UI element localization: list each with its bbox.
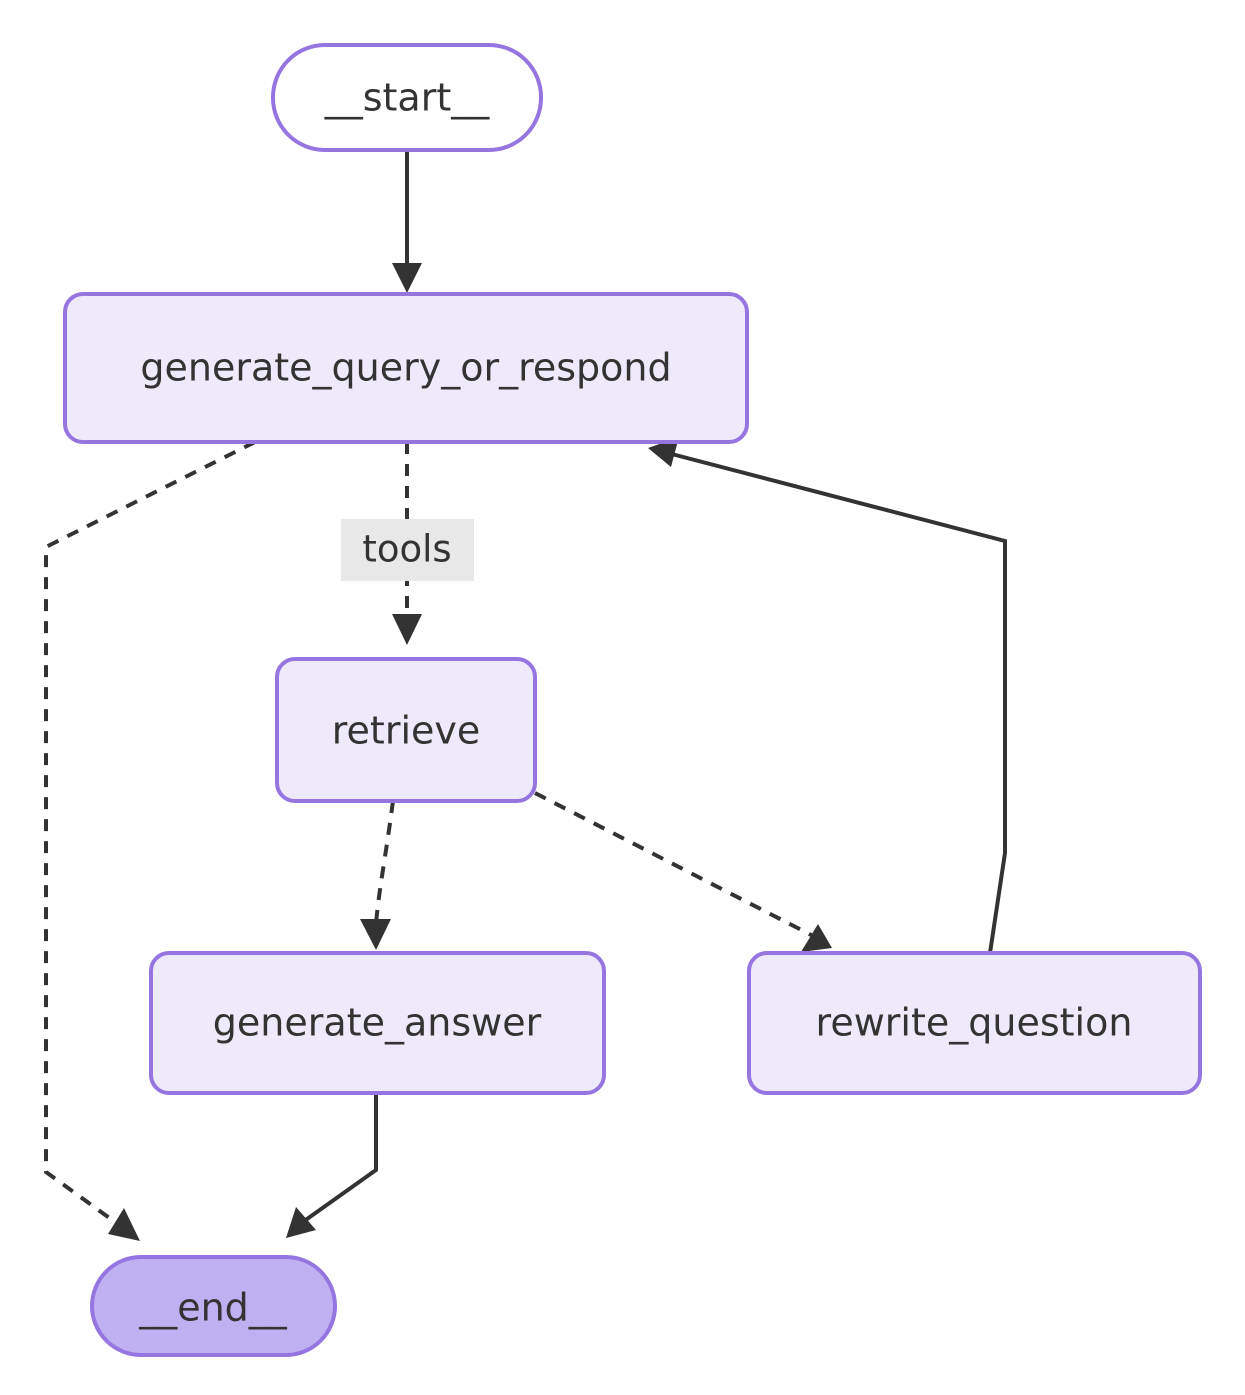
node-start[interactable]: __start__ <box>271 43 543 152</box>
node-start-label: __start__ <box>324 76 491 120</box>
edge-labels-layer: tools <box>341 519 474 581</box>
arrow-head-icon <box>360 919 391 950</box>
arrow-head-icon <box>286 1207 316 1238</box>
edge-generate-answer-to-end[interactable] <box>286 1093 378 1238</box>
node-retrieve-shape <box>275 657 537 803</box>
edges-layer <box>44 150 1007 1241</box>
arrow-head-icon <box>801 924 832 952</box>
edge-retrieve-to-rewrite-question[interactable] <box>534 791 832 952</box>
edge-start-to-generate-query-or-respond[interactable] <box>392 150 422 293</box>
node-generate-query-or-respond-shape <box>63 292 749 444</box>
node-retrieve-label: retrieve <box>332 709 481 753</box>
edge-retrieve-to-generate-answer[interactable] <box>360 800 395 950</box>
edge-rewrite-question-to-generate-query-or-respond[interactable] <box>648 437 1007 954</box>
node-generate-answer[interactable]: generate_answer <box>149 951 606 1095</box>
edge-label-tools-text: tools <box>362 528 451 571</box>
node-rewrite-question[interactable]: rewrite_question <box>747 951 1202 1095</box>
node-rewrite-question-shape <box>747 951 1202 1095</box>
nodes-layer: __start__ generate_query_or_respond retr… <box>63 43 1202 1357</box>
node-generate-answer-label: generate_answer <box>213 1001 542 1045</box>
edge-path <box>298 1093 378 1226</box>
node-end-shape <box>90 1255 337 1357</box>
arrow-head-icon <box>392 614 422 645</box>
edge-path <box>534 791 818 940</box>
node-retrieve[interactable]: retrieve <box>275 657 537 803</box>
edge-path <box>374 800 395 926</box>
arrow-head-icon <box>108 1208 140 1241</box>
node-generate-query-or-respond-label: generate_query_or_respond <box>140 346 671 390</box>
node-generate-query-or-respond[interactable]: generate_query_or_respond <box>63 292 749 444</box>
arrow-head-icon <box>392 263 422 293</box>
node-end[interactable]: __end__ <box>90 1255 337 1357</box>
node-end-label: __end__ <box>138 1286 288 1330</box>
edge-label-tools: tools <box>341 519 474 581</box>
edge-label-tools-bg <box>341 519 474 581</box>
arrow-head-icon <box>648 437 679 467</box>
node-rewrite-question-label: rewrite_question <box>816 1001 1133 1045</box>
edge-path <box>44 440 256 1232</box>
node-generate-answer-shape <box>149 951 606 1095</box>
edge-generate-query-or-respond-to-end[interactable] <box>44 440 256 1241</box>
node-start-shape <box>271 43 543 152</box>
edge-path <box>663 450 1007 954</box>
